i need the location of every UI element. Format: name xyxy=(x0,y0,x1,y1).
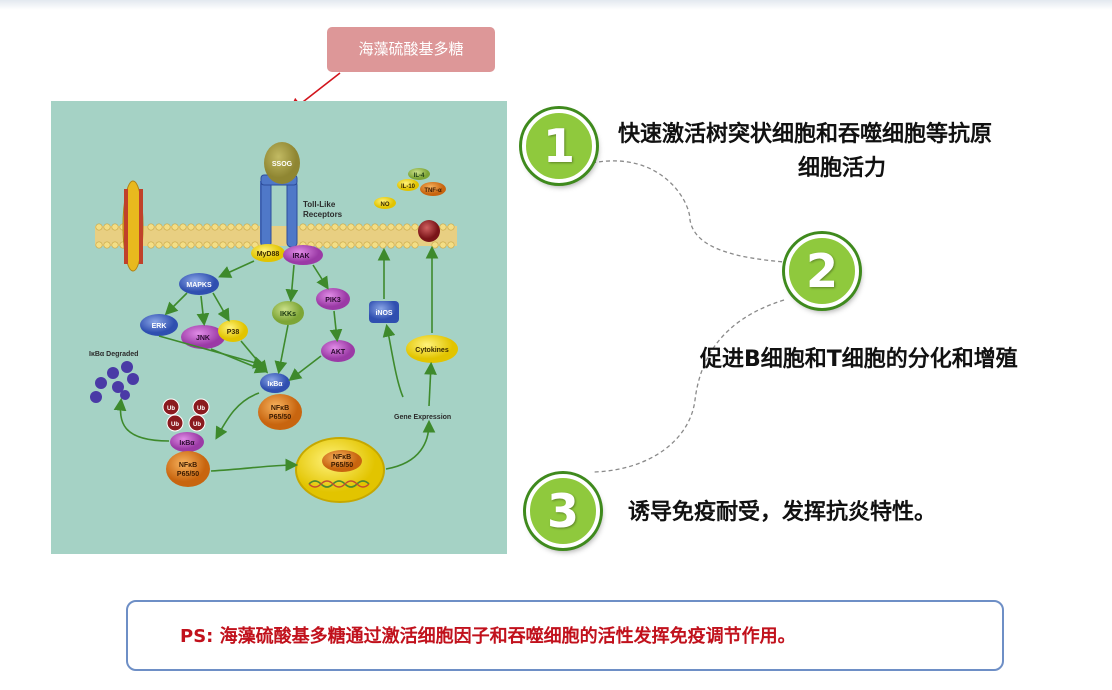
tlr-label-1: Toll-Like xyxy=(303,200,336,209)
dna-strand-1 xyxy=(308,480,370,488)
akt-node xyxy=(321,340,355,362)
myd88-node xyxy=(251,244,285,262)
p6550-label-nucleus: P65/50 xyxy=(331,462,353,469)
inos-label: iNOS xyxy=(375,310,392,317)
pathway-arrows xyxy=(113,245,439,472)
point-3-number: 3 xyxy=(546,484,579,538)
ikks-label: IKKs xyxy=(280,311,296,318)
connector-2-3 xyxy=(593,299,785,473)
point-1-line2: 细胞活力 xyxy=(798,156,887,181)
erk-node xyxy=(140,314,178,336)
akt-label: AKT xyxy=(331,349,346,356)
ikba-label-left: IκBα xyxy=(179,440,195,447)
mapks-label: MAPKS xyxy=(186,282,212,289)
ikba-node-center xyxy=(260,373,290,393)
tnf-label: TNF-α xyxy=(424,188,442,194)
top-border xyxy=(0,0,1112,10)
pathway-svg: SSOG Toll-Like Receptors IL-4 IL-10 TNF-… xyxy=(89,142,458,503)
erk-label: ERK xyxy=(152,323,167,330)
il10-label: IL-10 xyxy=(401,184,416,190)
point-3-text: 诱导免疫耐受，发挥抗炎特性。 xyxy=(628,500,937,525)
p38-label: P38 xyxy=(227,329,240,336)
point-2-circle: 2 xyxy=(785,234,859,308)
nfkb-label-nucleus: NFκB xyxy=(333,454,351,461)
cell-membrane xyxy=(95,223,457,249)
irak-label: IRAK xyxy=(292,253,309,260)
mapks-node xyxy=(179,273,219,295)
point-3-circle: 3 xyxy=(526,474,600,548)
no-label: NO xyxy=(381,202,390,208)
ub-label-2: Ub xyxy=(197,406,205,412)
ikba-degraded-label: IκBα Degraded xyxy=(89,351,138,358)
connector-1-2 xyxy=(591,160,785,263)
nfkb-label-left: NFκB xyxy=(179,462,197,469)
ssog-label: SSOG xyxy=(272,161,293,168)
ub-label-3: Ub xyxy=(171,422,179,428)
point-1-circle: 1 xyxy=(522,109,596,183)
ikks-node xyxy=(272,301,304,325)
tlr-label-2: Receptors xyxy=(303,210,343,219)
point-2-text: 促进B细胞和T细胞的分化和增殖 xyxy=(700,347,1018,372)
p6550-label-left: P65/50 xyxy=(177,471,199,478)
point-1-line1: 快速激活树突状细胞和吞噬细胞等抗原 xyxy=(618,122,993,147)
degraded-particles xyxy=(90,361,139,403)
myd88-label: MyD88 xyxy=(257,251,280,258)
point-1-number: 1 xyxy=(542,119,575,173)
nfkb-label-center: NFκB xyxy=(271,405,289,412)
no-node xyxy=(374,197,396,209)
tnf-node xyxy=(420,182,446,196)
nfkb-node-nucleus xyxy=(322,450,362,472)
ssog-node xyxy=(264,142,300,184)
ps-note-text: PS: 海藻硫酸基多糖通过激活细胞因子和吞噬细胞的活性发挥免疫调节作用。 xyxy=(180,626,796,647)
p6550-label-center: P65/50 xyxy=(269,414,291,421)
pik3-label: PIK3 xyxy=(325,297,341,304)
irak-node xyxy=(283,245,323,265)
cytokines-node xyxy=(406,335,458,363)
cytokines-label: Cytokines xyxy=(415,347,449,354)
point-2-number: 2 xyxy=(805,244,838,298)
transmembrane-protein xyxy=(122,180,144,272)
ps-note-box: PS: 海藻硫酸基多糖通过激活细胞因子和吞噬细胞的活性发挥免疫调节作用。 xyxy=(126,600,1004,671)
jnk-node xyxy=(181,325,225,349)
dna-strand-2 xyxy=(308,480,370,488)
inos-node xyxy=(369,301,399,323)
il4-node xyxy=(408,168,430,180)
nfkb-node-center xyxy=(258,394,302,430)
ubiquitin-group: Ub Ub Ub Ub xyxy=(162,398,210,432)
receptor-right xyxy=(418,220,440,242)
ikba-label-center: IκBα xyxy=(267,381,283,388)
jnk-label: JNK xyxy=(196,335,210,342)
il10-node xyxy=(397,179,419,191)
nfkb-node-left xyxy=(166,451,210,487)
ub-label-4: Ub xyxy=(193,422,201,428)
p38-node xyxy=(218,320,248,342)
pik3-node xyxy=(316,288,350,310)
ikba-node-left xyxy=(170,432,204,452)
il4-label: IL-4 xyxy=(414,173,425,179)
ub-label-1: Ub xyxy=(167,406,175,412)
pathway-diagram: SSOG Toll-Like Receptors IL-4 IL-10 TNF-… xyxy=(51,101,507,554)
callout-label: 海藻硫酸基多糖 xyxy=(327,27,495,72)
gene-expression-label: Gene Expression xyxy=(394,414,451,421)
